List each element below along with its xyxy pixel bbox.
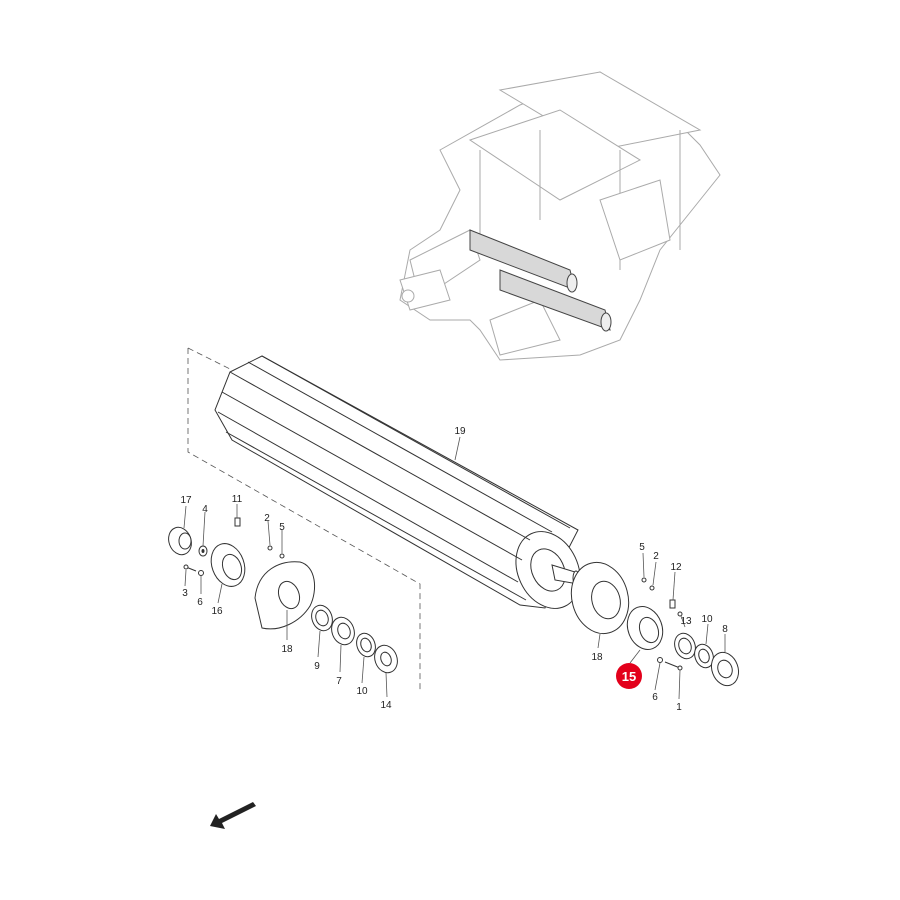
label-12: 12 — [670, 562, 682, 573]
label-2-left: 2 — [264, 513, 270, 524]
part-11-grease-nipple[interactable] — [234, 517, 241, 527]
label-19: 19 — [454, 426, 466, 437]
part-1-bolt[interactable] — [664, 661, 683, 671]
part-10-ring-right[interactable] — [671, 630, 699, 661]
label-2-right: 2 — [653, 551, 659, 562]
part-5-washer-left[interactable] — [279, 553, 285, 559]
label-17: 17 — [180, 495, 192, 506]
label-6-left: 6 — [197, 597, 203, 608]
label-18-right: 18 — [591, 652, 603, 663]
label-9: 9 — [314, 661, 320, 672]
highlight-badge-15[interactable]: 15 — [616, 663, 642, 689]
part-10-ring-right-2[interactable] — [691, 642, 716, 671]
label-10-left: 10 — [356, 686, 368, 697]
arrow-down-left-icon — [210, 802, 256, 829]
label-1: 1 — [676, 702, 682, 713]
part-6-nut-left[interactable] — [198, 570, 204, 576]
part-4-washer[interactable] — [198, 545, 208, 557]
label-10-right: 10 — [701, 614, 713, 625]
part-18-shield-left[interactable] — [254, 561, 316, 630]
label-4: 4 — [202, 504, 208, 515]
part-2-bolt-right[interactable] — [649, 585, 655, 591]
part-15-bearing-flange[interactable] — [622, 602, 669, 655]
label-7: 7 — [336, 676, 342, 687]
label-14: 14 — [380, 700, 392, 711]
label-3: 3 — [182, 588, 188, 599]
part-14-washer[interactable] — [371, 642, 401, 676]
part-10-ring-left[interactable] — [353, 631, 378, 660]
part-17-cap[interactable] — [165, 524, 195, 558]
label-8: 8 — [722, 624, 728, 635]
part-labels: 17 4 11 2 5 3 6 16 18 9 7 10 14 19 5 2 1… — [180, 426, 728, 713]
part-8-bearing[interactable] — [707, 649, 743, 690]
roller-19[interactable] — [214, 355, 592, 619]
part-13-bolt[interactable] — [677, 611, 683, 617]
label-5-right: 5 — [639, 542, 645, 553]
label-13: 13 — [680, 616, 692, 627]
leader-lines — [183, 436, 726, 700]
label-5-left: 5 — [279, 522, 285, 533]
label-11: 11 — [232, 494, 243, 505]
part-18-shield-right[interactable] — [564, 556, 637, 640]
part-3-bolt[interactable] — [183, 564, 197, 572]
label-15: 15 — [622, 669, 636, 684]
part-5-washer-right[interactable] — [641, 577, 647, 583]
label-18-left: 18 — [281, 644, 293, 655]
label-16: 16 — [211, 606, 223, 617]
highlight-circle — [616, 663, 642, 689]
part-2-bolt-left[interactable] — [267, 545, 273, 551]
machine-frame-context — [399, 71, 721, 361]
part-6-nut-right[interactable] — [657, 657, 663, 663]
part-16-bearing-housing[interactable] — [205, 539, 250, 591]
part-7-bearing[interactable] — [328, 614, 358, 648]
dashed-assembly-outline — [187, 347, 421, 690]
part-12-grease-nipple[interactable] — [669, 599, 676, 609]
part-9-seal[interactable] — [308, 602, 336, 633]
label-6-right: 6 — [652, 692, 658, 703]
